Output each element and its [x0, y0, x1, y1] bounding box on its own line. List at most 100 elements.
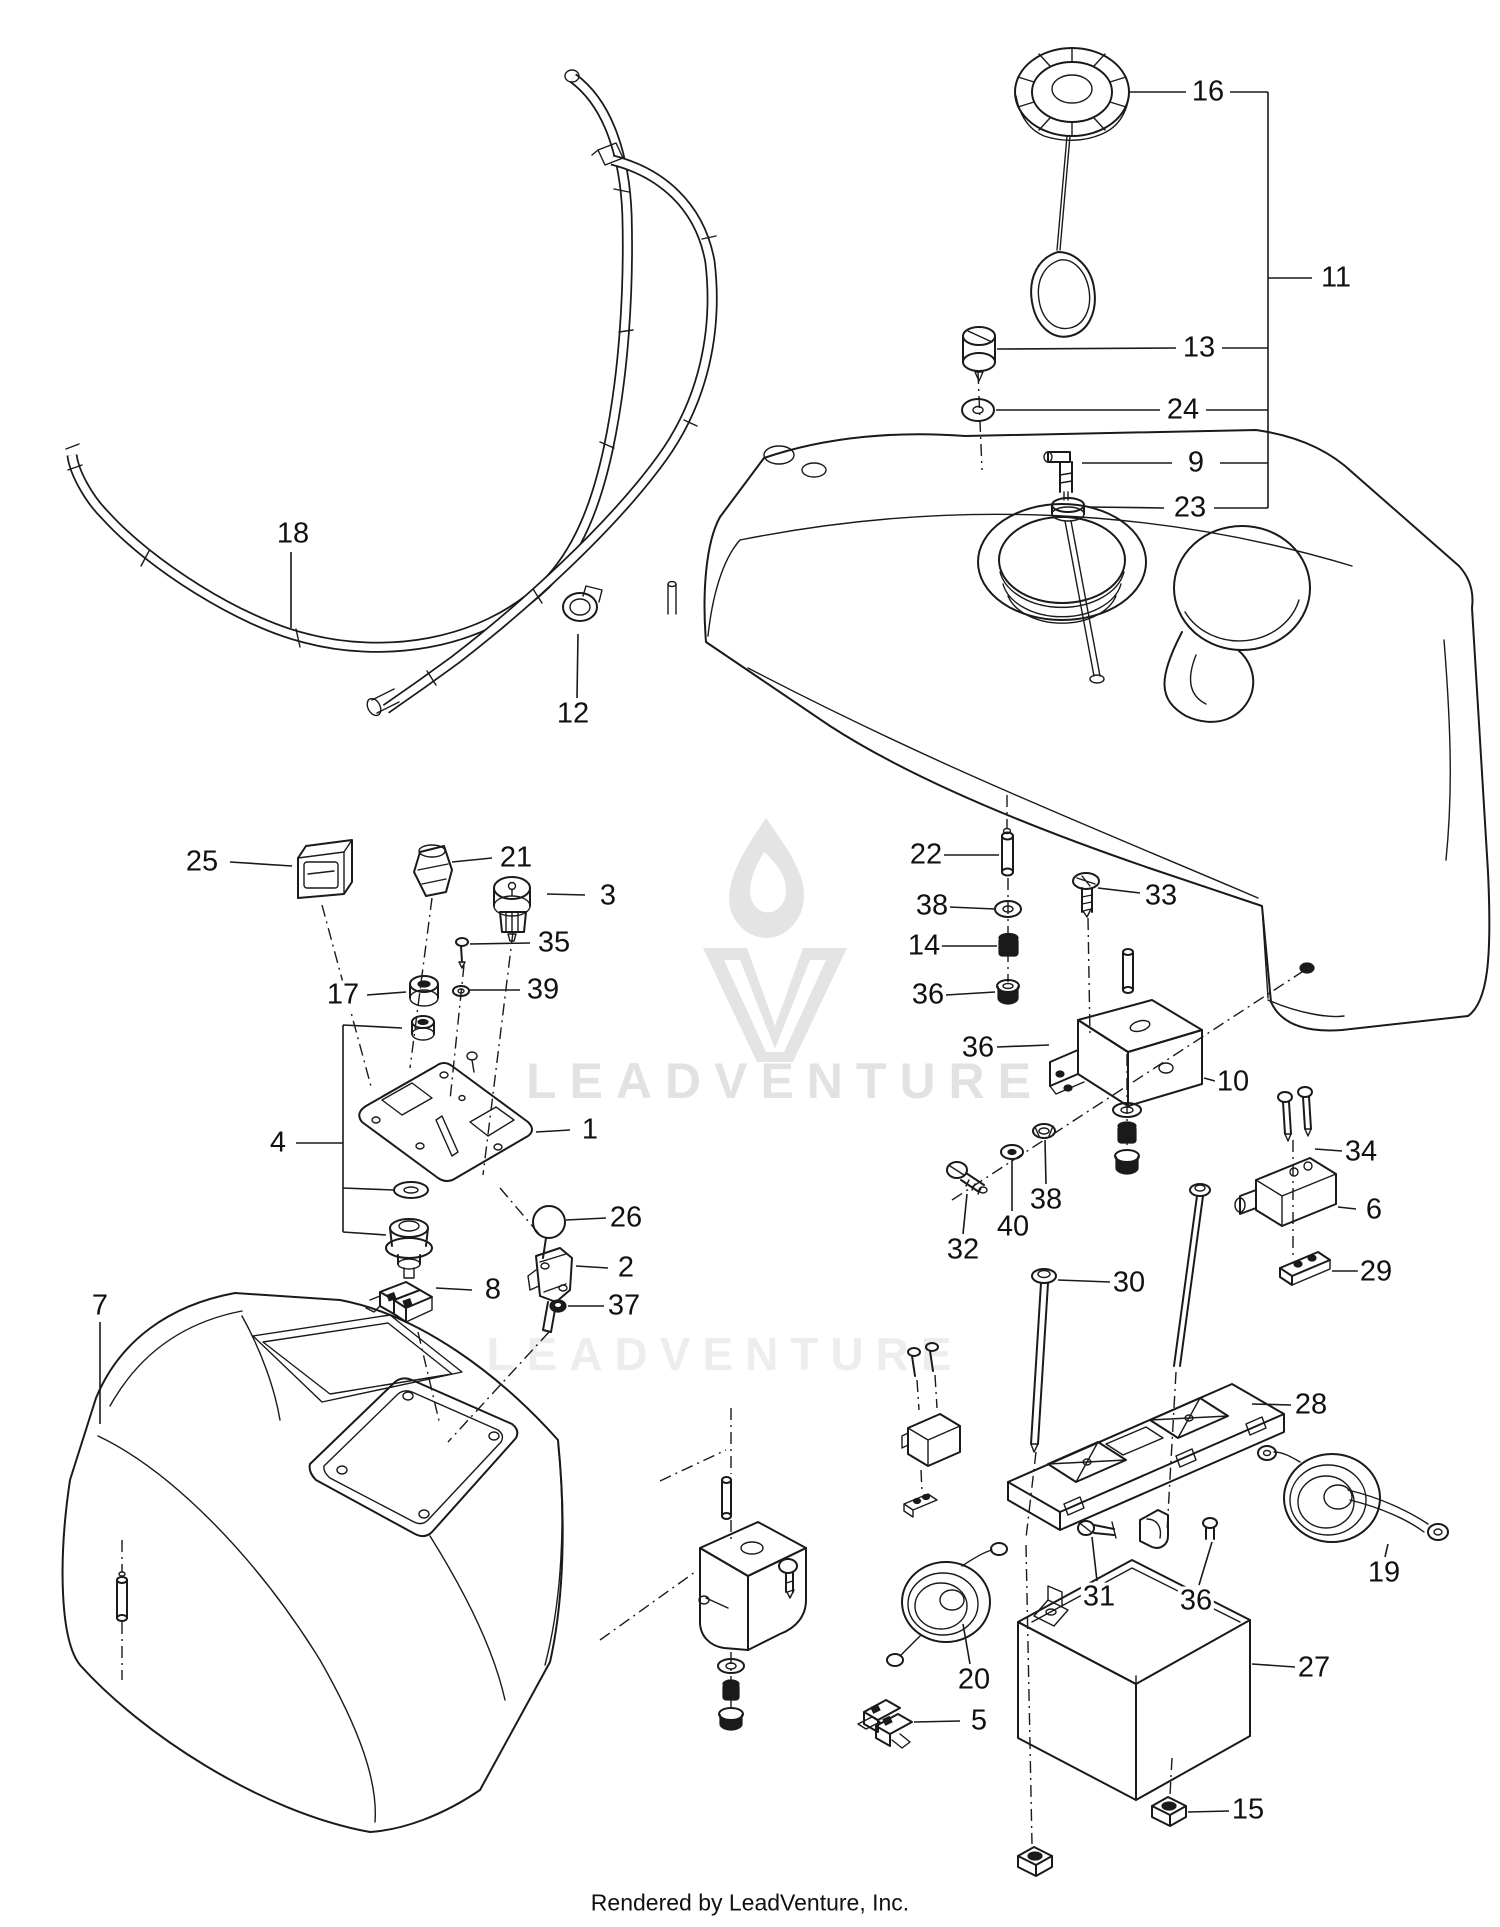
callout-9: 9 — [1185, 446, 1207, 479]
nut-38-lower — [1032, 1123, 1056, 1139]
fuel-tank-11 — [703, 429, 1491, 1032]
callout-5: 5 — [968, 1704, 990, 1737]
callout-30: 30 — [1110, 1266, 1148, 1299]
battery-bolt-31 — [1077, 1520, 1117, 1539]
bushing-17 — [409, 975, 439, 1007]
console-pin — [116, 1571, 128, 1622]
callout-20: 20 — [955, 1663, 993, 1696]
fuel-gauge-flange-23 — [1051, 491, 1105, 684]
bolt-30-left — [1030, 1268, 1057, 1453]
flange-nut-36-upper — [996, 979, 1020, 1005]
mount-bracket-10 — [1049, 999, 1203, 1107]
battery-27 — [1017, 1559, 1251, 1801]
leadventure-flame-v-logo-icon — [703, 818, 847, 1062]
battery-tray-28 — [1007, 1383, 1285, 1531]
shift-knob-26 — [532, 1205, 566, 1239]
callout-25: 25 — [183, 845, 221, 878]
bolt-32 — [946, 1161, 988, 1195]
coiled-wire-20 — [886, 1542, 1008, 1667]
clip-29 — [1279, 1251, 1331, 1286]
callout-7: 7 — [89, 1289, 111, 1322]
ignition-switch-3 — [493, 876, 531, 942]
spacer-22 — [1001, 827, 1014, 877]
callout-1: 1 — [579, 1113, 601, 1146]
relay-module — [901, 1342, 961, 1518]
callout-13: 13 — [1180, 331, 1218, 364]
callout-4: 4 — [267, 1126, 289, 1159]
holddown-bolt-36 — [1202, 1517, 1218, 1540]
fuel-line-12 — [366, 142, 718, 717]
flange-nut-15 — [1151, 1796, 1187, 1827]
callout-29: 29 — [1357, 1255, 1395, 1288]
flange-nut-lower — [1017, 1846, 1053, 1877]
callout-14: 14 — [905, 929, 943, 962]
battery-holddown-bracket — [1139, 1509, 1169, 1549]
choke-knob-21 — [413, 844, 453, 897]
watermark-text-row2: LEADVENTURE — [486, 1328, 963, 1380]
watermark-text: LEADVENTURE — [526, 1053, 1044, 1109]
callout-38: 38 — [913, 889, 951, 922]
footer-credit: Rendered by LeadVenture, Inc. — [590, 1889, 910, 1916]
callout-26: 26 — [607, 1201, 645, 1234]
callout-40: 40 — [994, 1210, 1032, 1243]
callout-19: 19 — [1365, 1556, 1403, 1589]
callout-31: 31 — [1080, 1580, 1118, 1613]
callout-34: 34 — [1342, 1135, 1380, 1168]
callout-16: 16 — [1189, 75, 1227, 108]
interlock-switch-6 — [1234, 1157, 1337, 1227]
callout-36: 36 — [1177, 1584, 1215, 1617]
bolt-33 — [1072, 872, 1100, 918]
callout-22: 22 — [907, 838, 945, 871]
nut-37 — [549, 1299, 567, 1313]
callout-11: 11 — [1318, 261, 1354, 294]
vent-fitting-9 — [1043, 451, 1073, 493]
screws-34 — [1277, 1086, 1313, 1142]
callout-3: 3 — [597, 879, 619, 912]
pin-above-bracket-10 — [1122, 948, 1134, 994]
washer-under-plate — [393, 1181, 429, 1199]
bolt-30-right — [1173, 1183, 1211, 1367]
callout-15: 15 — [1229, 1793, 1267, 1826]
hose-clamp-12 — [562, 580, 677, 622]
callout-33: 33 — [1142, 879, 1180, 912]
callout-36: 36 — [959, 1031, 997, 1064]
cap-tether — [1030, 135, 1096, 338]
callout-28: 28 — [1292, 1388, 1330, 1421]
connector-8 — [365, 1281, 433, 1323]
fuel-cap-16 — [1014, 47, 1130, 141]
callout-17: 17 — [324, 978, 362, 1011]
phantom-lines — [121, 371, 1306, 1845]
connector-5 — [857, 1699, 913, 1749]
callout-35: 35 — [535, 926, 573, 959]
callout-21: 21 — [497, 841, 535, 874]
callout-27: 27 — [1295, 1651, 1333, 1684]
screw-35 — [455, 937, 469, 969]
washer-24 — [961, 398, 995, 422]
callout-12: 12 — [554, 697, 592, 730]
valve-13 — [962, 326, 996, 382]
callout-24: 24 — [1164, 393, 1202, 426]
lever-2 — [527, 1237, 573, 1333]
callout-39: 39 — [524, 973, 562, 1006]
hour-meter-25 — [297, 839, 353, 899]
callout-36: 36 — [909, 978, 947, 1011]
bushing-lower-17 — [411, 1015, 435, 1041]
callout-8: 8 — [482, 1273, 504, 1306]
callout-37: 37 — [605, 1289, 643, 1322]
console-mount-bracket — [698, 1476, 807, 1731]
callout-32: 32 — [944, 1233, 982, 1266]
pto-switch — [385, 1218, 433, 1279]
callout-2: 2 — [615, 1251, 637, 1284]
callout-10: 10 — [1214, 1065, 1252, 1098]
callout-6: 6 — [1363, 1193, 1385, 1226]
callout-leader-lines — [99, 91, 1389, 1813]
callout-18: 18 — [274, 517, 312, 550]
washer-40 — [1000, 1144, 1024, 1160]
callout-23: 23 — [1171, 491, 1209, 524]
coiled-wire-19 — [1257, 1445, 1449, 1543]
panel-plate-1 — [358, 1051, 533, 1182]
fuel-line-18 — [65, 69, 634, 653]
console-7 — [61, 1292, 564, 1833]
